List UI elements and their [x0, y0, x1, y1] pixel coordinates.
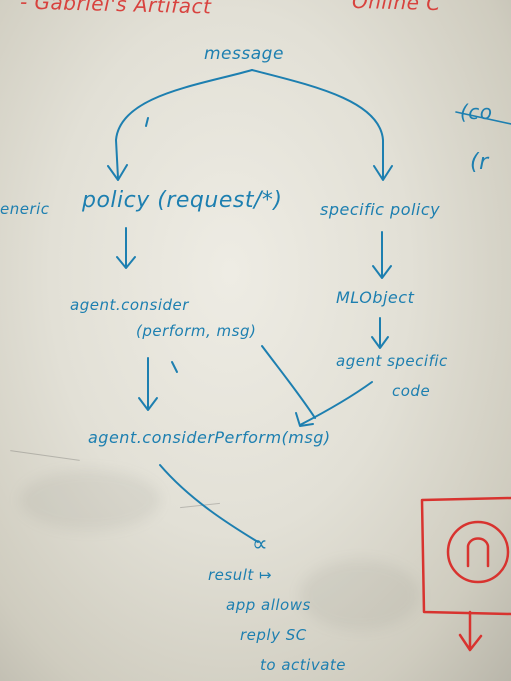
arrowhead [138, 397, 158, 411]
node-agent-consider: agent.consider [70, 296, 189, 314]
arrow-code-to-perform [299, 381, 373, 426]
arrow-to-specific-policy [251, 69, 384, 179]
arrow-to-policy [115, 69, 253, 179]
node-specific-policy: specific policy [320, 200, 441, 219]
edge-fragment: (r [470, 150, 489, 175]
smudge [300, 560, 420, 630]
margin-fragment: eneric [0, 200, 50, 218]
arrowhead [373, 165, 393, 181]
note-line: reply SC [240, 626, 307, 644]
edge-fragment: (co [460, 100, 493, 124]
node-consider-perform: agent.considerPerform(msg) [88, 428, 331, 447]
arrowhead [372, 265, 392, 279]
node-perform-msg: (perform, msg) [136, 322, 257, 340]
node-agent-specific: agent specific [336, 352, 448, 370]
tick-mark [145, 117, 149, 127]
note-line: app allows [226, 596, 311, 614]
arrow-perform-msg-diagonal [261, 345, 316, 419]
note-line: to activate [260, 656, 346, 674]
arrowhead [107, 164, 128, 181]
node-code: code [392, 382, 431, 400]
red-circle [446, 520, 510, 584]
stray-mark [171, 361, 178, 373]
arrowhead [295, 412, 314, 427]
red-box [420, 496, 511, 616]
arrowhead [371, 336, 389, 349]
header-title-right: Online C [351, 0, 442, 16]
node-message: message [204, 44, 284, 64]
arrowhead [116, 256, 136, 269]
node-mlobject: MLObject [336, 288, 415, 307]
strike-through [455, 111, 511, 125]
red-down-arrow [458, 610, 483, 652]
red-circle-glyph [466, 537, 490, 568]
line-perform-to-alpha [159, 464, 259, 543]
node-alpha: ∝ [252, 532, 269, 557]
note-line: result ↦ [208, 566, 273, 584]
smudge [20, 470, 160, 530]
node-policy: policy (request/*) [82, 188, 283, 213]
